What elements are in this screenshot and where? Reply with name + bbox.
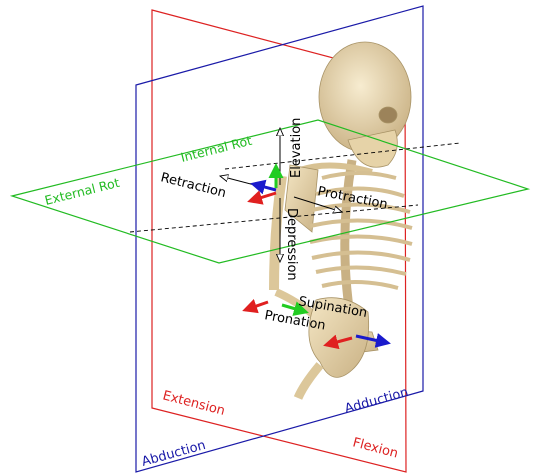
label-retraction: Retraction	[159, 170, 228, 201]
forearm-red-axis	[245, 302, 268, 310]
label-adduction: Adduction	[343, 385, 410, 417]
label-depression: Depression	[284, 208, 299, 281]
label-flexion: Flexion	[351, 435, 400, 461]
eye-socket	[379, 107, 397, 123]
label-extension: Extension	[161, 388, 227, 419]
label-elevation: Elevation	[289, 118, 304, 178]
label-internal-rot: Internal Rot	[179, 133, 253, 165]
shoulder-red-axis	[250, 193, 276, 201]
shoulder-blue-axis	[253, 184, 276, 190]
label-external-rot: External Rot	[43, 175, 121, 208]
femur	[298, 365, 320, 398]
label-abduction: Abduction	[140, 438, 207, 470]
